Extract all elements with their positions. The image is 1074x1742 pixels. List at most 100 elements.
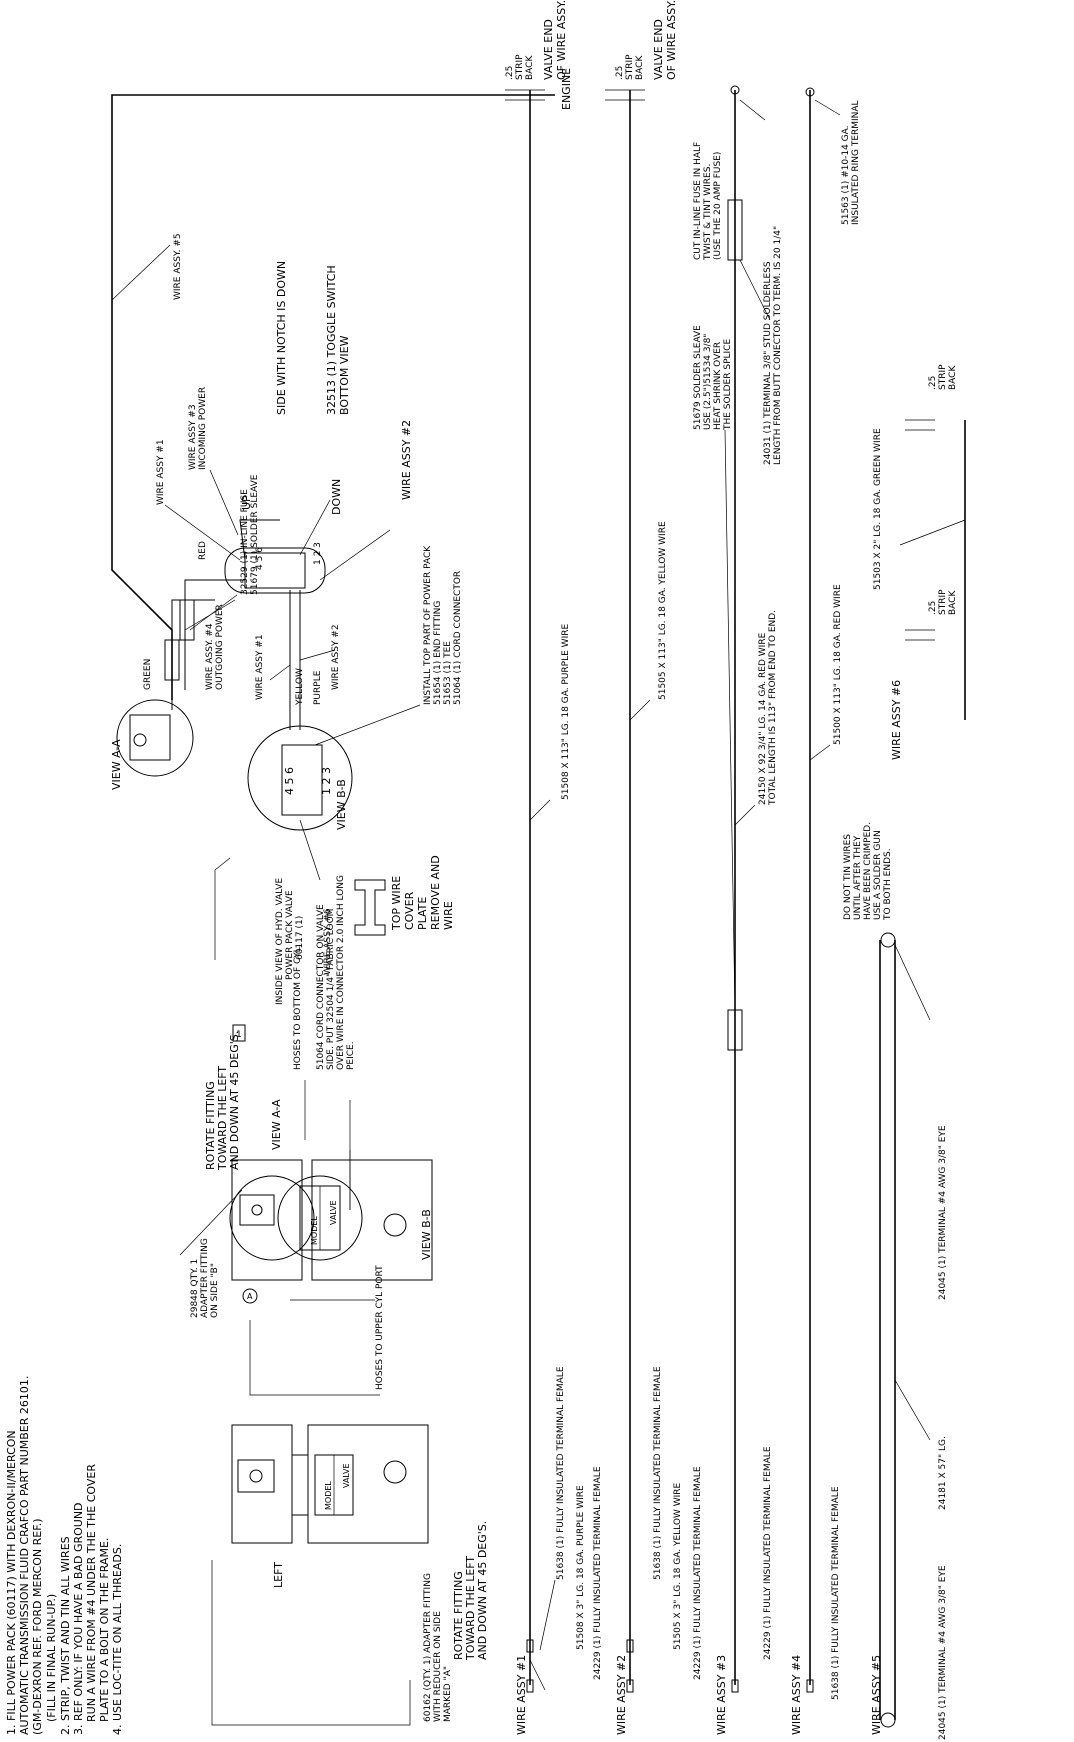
cover-line-5: WIRE <box>442 901 455 930</box>
view-aa-title: VIEW A-A <box>110 739 123 790</box>
note-ref-number: 1 <box>236 1030 242 1040</box>
green-wire-label: GREEN <box>143 659 153 690</box>
note-1-line-3: (GM-DEXRON REF. FORD MERCON REF.) <box>31 1518 44 1735</box>
section-a-marker <box>242 1288 258 1304</box>
strip-length-6b: .25 <box>928 601 938 615</box>
switch-pins-123: 1 2 3 <box>313 542 323 565</box>
strip-label-6a: STRIP <box>938 364 948 390</box>
wire-5-eye-b: 24045 (1) TERMINAL #4 AWG 3/8" EYE <box>938 1125 948 1300</box>
left-label: LEFT <box>272 1562 285 1588</box>
wire-assembly-5: WIRE ASSY #5 24045 (1) TERMINAL #4 AWG 3… <box>843 822 948 1740</box>
upper-mount-plate <box>231 1159 303 1281</box>
model-label-left: MODEL <box>324 1481 333 1510</box>
fitting-block <box>291 1454 309 1516</box>
general-notes: 1. FILL POWER PACK (60117) WITH DEXRON-I… <box>5 1376 124 1735</box>
back-label-1: BACK <box>525 55 535 80</box>
valve-end-label-2: OF WIRE ASSY. <box>555 0 568 80</box>
note-3-line-2: RUN A WIRE FROM #4 UNDER THE THE COVER <box>85 1464 98 1722</box>
wire-2-short: 51505 X 3" LG. 18 GA. YELLOW WIRE <box>673 1482 683 1650</box>
note-3-line-3: PLATE TO A BOLT ON THE FRAME. <box>98 1538 111 1722</box>
adapter-a-line-2: WITH REDUCER ON SIDE <box>433 1611 443 1722</box>
cord-connector-pins <box>281 744 323 816</box>
red-wire-label: RED <box>198 541 208 560</box>
hoses-bottom-label: HOSES TO BOTTOM OF CYL. <box>293 944 303 1070</box>
strip-length-2: .25 <box>615 66 625 80</box>
back-label-6a: BACK <box>948 365 958 390</box>
note-1-line-2: AUTOMATIC TRANSMISSION FLUID CRAFCO PART… <box>18 1376 31 1735</box>
down-label: DOWN <box>330 479 343 515</box>
wire-2-terminal-a: 51638 (1) FULLY INSULATED TERMINAL FEMAL… <box>653 1366 663 1580</box>
cord-note-line-1: 51064 CORD CONNECTOR ON VALVE <box>316 904 326 1070</box>
wire-5-note-line-3: HAVE BEEN CRIMPED. <box>863 822 873 920</box>
rotate-a-line-3: AND DOWN AT 45 DEG'S. <box>476 1521 489 1660</box>
note-2: 2. STRIP, TWIST AND TIN ALL WIRES <box>59 1536 72 1735</box>
wire-1-short: 51508 X 3" LG. 18 GA. PURPLE WIRE <box>576 1485 586 1650</box>
bb-pins-456: 4 5 6 <box>283 767 296 795</box>
strip-label-2: STRIP <box>625 54 635 80</box>
wire-3-sleeve-line-4: THE SOLDER SPLICE <box>723 339 733 431</box>
switch-pins-456: 4 5 6 <box>255 547 265 570</box>
wire-3-callout-line-1: WIRE ASSY #3 <box>188 404 198 470</box>
fitting-circle-b <box>277 1175 363 1261</box>
wire-3-sleeve-line-3: HEAT SHRINK OVER <box>713 342 723 430</box>
purple-wire-label: PURPLE <box>313 670 323 705</box>
wire-3-label: WIRE ASSY #3 <box>715 1655 728 1735</box>
wire-6-label: WIRE ASSY #6 <box>890 680 903 760</box>
inside-view-line-2: POWER PACK VALVE <box>285 890 295 980</box>
wire-2-long-label: 51505 X 113" LG. 18 GA. YELLOW WIRE <box>658 521 668 700</box>
yellow-wire-label: YELLOW <box>295 668 305 706</box>
wire-1-callout-a: WIRE ASSY #1 <box>156 439 166 505</box>
wire-4-red-label: 51500 X 113" LG. 18 GA. RED WIRE <box>833 584 843 745</box>
wire-5-eye-top <box>880 932 896 948</box>
back-label-2: BACK <box>635 55 645 80</box>
rotate-a-line-2: TOWARD THE LEFT <box>464 1556 477 1661</box>
wire-1-callout-b: WIRE ASSY #1 <box>255 634 265 700</box>
rotate-a-line-1: ROTATE FITTING <box>452 1571 465 1660</box>
wire-3-terminal: 24229 (1) FULLY INSULATED TERMINAL FEMAL… <box>763 1446 773 1660</box>
wire-5-note-line-5: TO BOTH ENDS. <box>883 848 893 921</box>
cover-plate-icon <box>354 879 386 936</box>
wire-2-callout-b: WIRE ASSY #2 <box>331 624 341 690</box>
wire-assembly-4: WIRE ASSY #4 51638 (1) FULLY INSULATED T… <box>790 87 861 1735</box>
back-label-6b: BACK <box>948 590 958 615</box>
wire-assembly-2: .25 STRIP BACK VALVE END OF WIRE ASSY. W… <box>605 0 703 1735</box>
valve-end-label-3: VALVE END <box>652 19 665 80</box>
wire-3-callout-line-2: INCOMING POWER <box>198 387 208 470</box>
inline-fuse <box>164 639 180 681</box>
wire-1-long-label: 51508 X 113" LG. 18 GA. PURPLE WIRE <box>561 624 571 800</box>
wire-4-callout-line-1: WIRE ASSY. #4 <box>205 623 215 690</box>
power-pack-assembly: MODEL VALVE LEFT MODEL VALVE A 60162 (QT… <box>179 857 489 1726</box>
install-line-4: 51064 (1) CORD CONNECTOR <box>453 571 463 705</box>
adapter-b-line-1: 29848 QTY. 1 <box>190 1259 200 1318</box>
strip-length-6a: .25 <box>928 376 938 390</box>
install-line-2: 51654 (1) END FITTING <box>433 601 443 705</box>
wire-assembly-3: WIRE ASSY #3 24229 (1) FULLY INSULATED T… <box>693 85 783 1735</box>
install-line-3: 51653 (1) TEE <box>443 641 453 705</box>
section-a-letter: A <box>247 1292 253 1301</box>
strip-label-1: STRIP <box>515 54 525 80</box>
fuse-callout-line-1: 32529 (1) IN-LINE FUSE <box>240 489 250 595</box>
view-aa-circle <box>116 699 194 777</box>
wire-5-note-line-4: USE A SOLDER GUN <box>873 830 883 920</box>
wire-assembly-1: .25 STRIP BACK VALVE END OF WIRE ASSY. W… <box>505 0 603 1735</box>
rotate-b-line-2: TOWARD THE LEFT <box>216 1066 229 1171</box>
note-ref-box <box>232 1024 246 1042</box>
view-aa-wiring: VIEW A-A ENGINE WIRE ASSY. #5 GREEN RED … <box>110 68 573 975</box>
wire-5-eye-a: 24045 (1) TERMINAL #4 AWG 3/8" EYE <box>938 1565 948 1740</box>
engine-label: ENGINE <box>560 68 573 110</box>
adapter-a-line-1: 60162 (QTY. 1) ADAPTER FITTING <box>423 1573 433 1722</box>
valve-end-label-1: VALVE END <box>542 19 555 80</box>
cover-line-3: PLATE <box>416 897 429 930</box>
note-3-line-1: 3. REF ONLY: IF YOU HAVE A BAD GROUND <box>72 1502 85 1735</box>
rotate-b-line-1: ROTATE FITTING <box>204 1081 217 1170</box>
wire-5-note-line-2: UNTIL AFTER THEY <box>853 835 863 920</box>
install-line-1: INSTALL TOP PART OF POWER PACK <box>423 545 433 705</box>
wire-3-stud-line-1: 24031 (1) TERMINAL 3/8" STUD SOLDERLESS <box>763 261 773 465</box>
wire-3-sleeve-line-2: USE (2.5")51534 3/8" <box>703 334 713 430</box>
wire-5-label: WIRE ASSY #5 <box>870 1655 883 1735</box>
wire-6-green-label: 51503 X 2" LG. 18 GA. GREEN WIRE <box>873 428 883 590</box>
fuse-callout-line-2: 51679 (1) SOLDER SLEAVE <box>250 474 260 595</box>
hoses-upper-label: HOSES TO UPPER CYL PORT <box>375 1265 385 1390</box>
